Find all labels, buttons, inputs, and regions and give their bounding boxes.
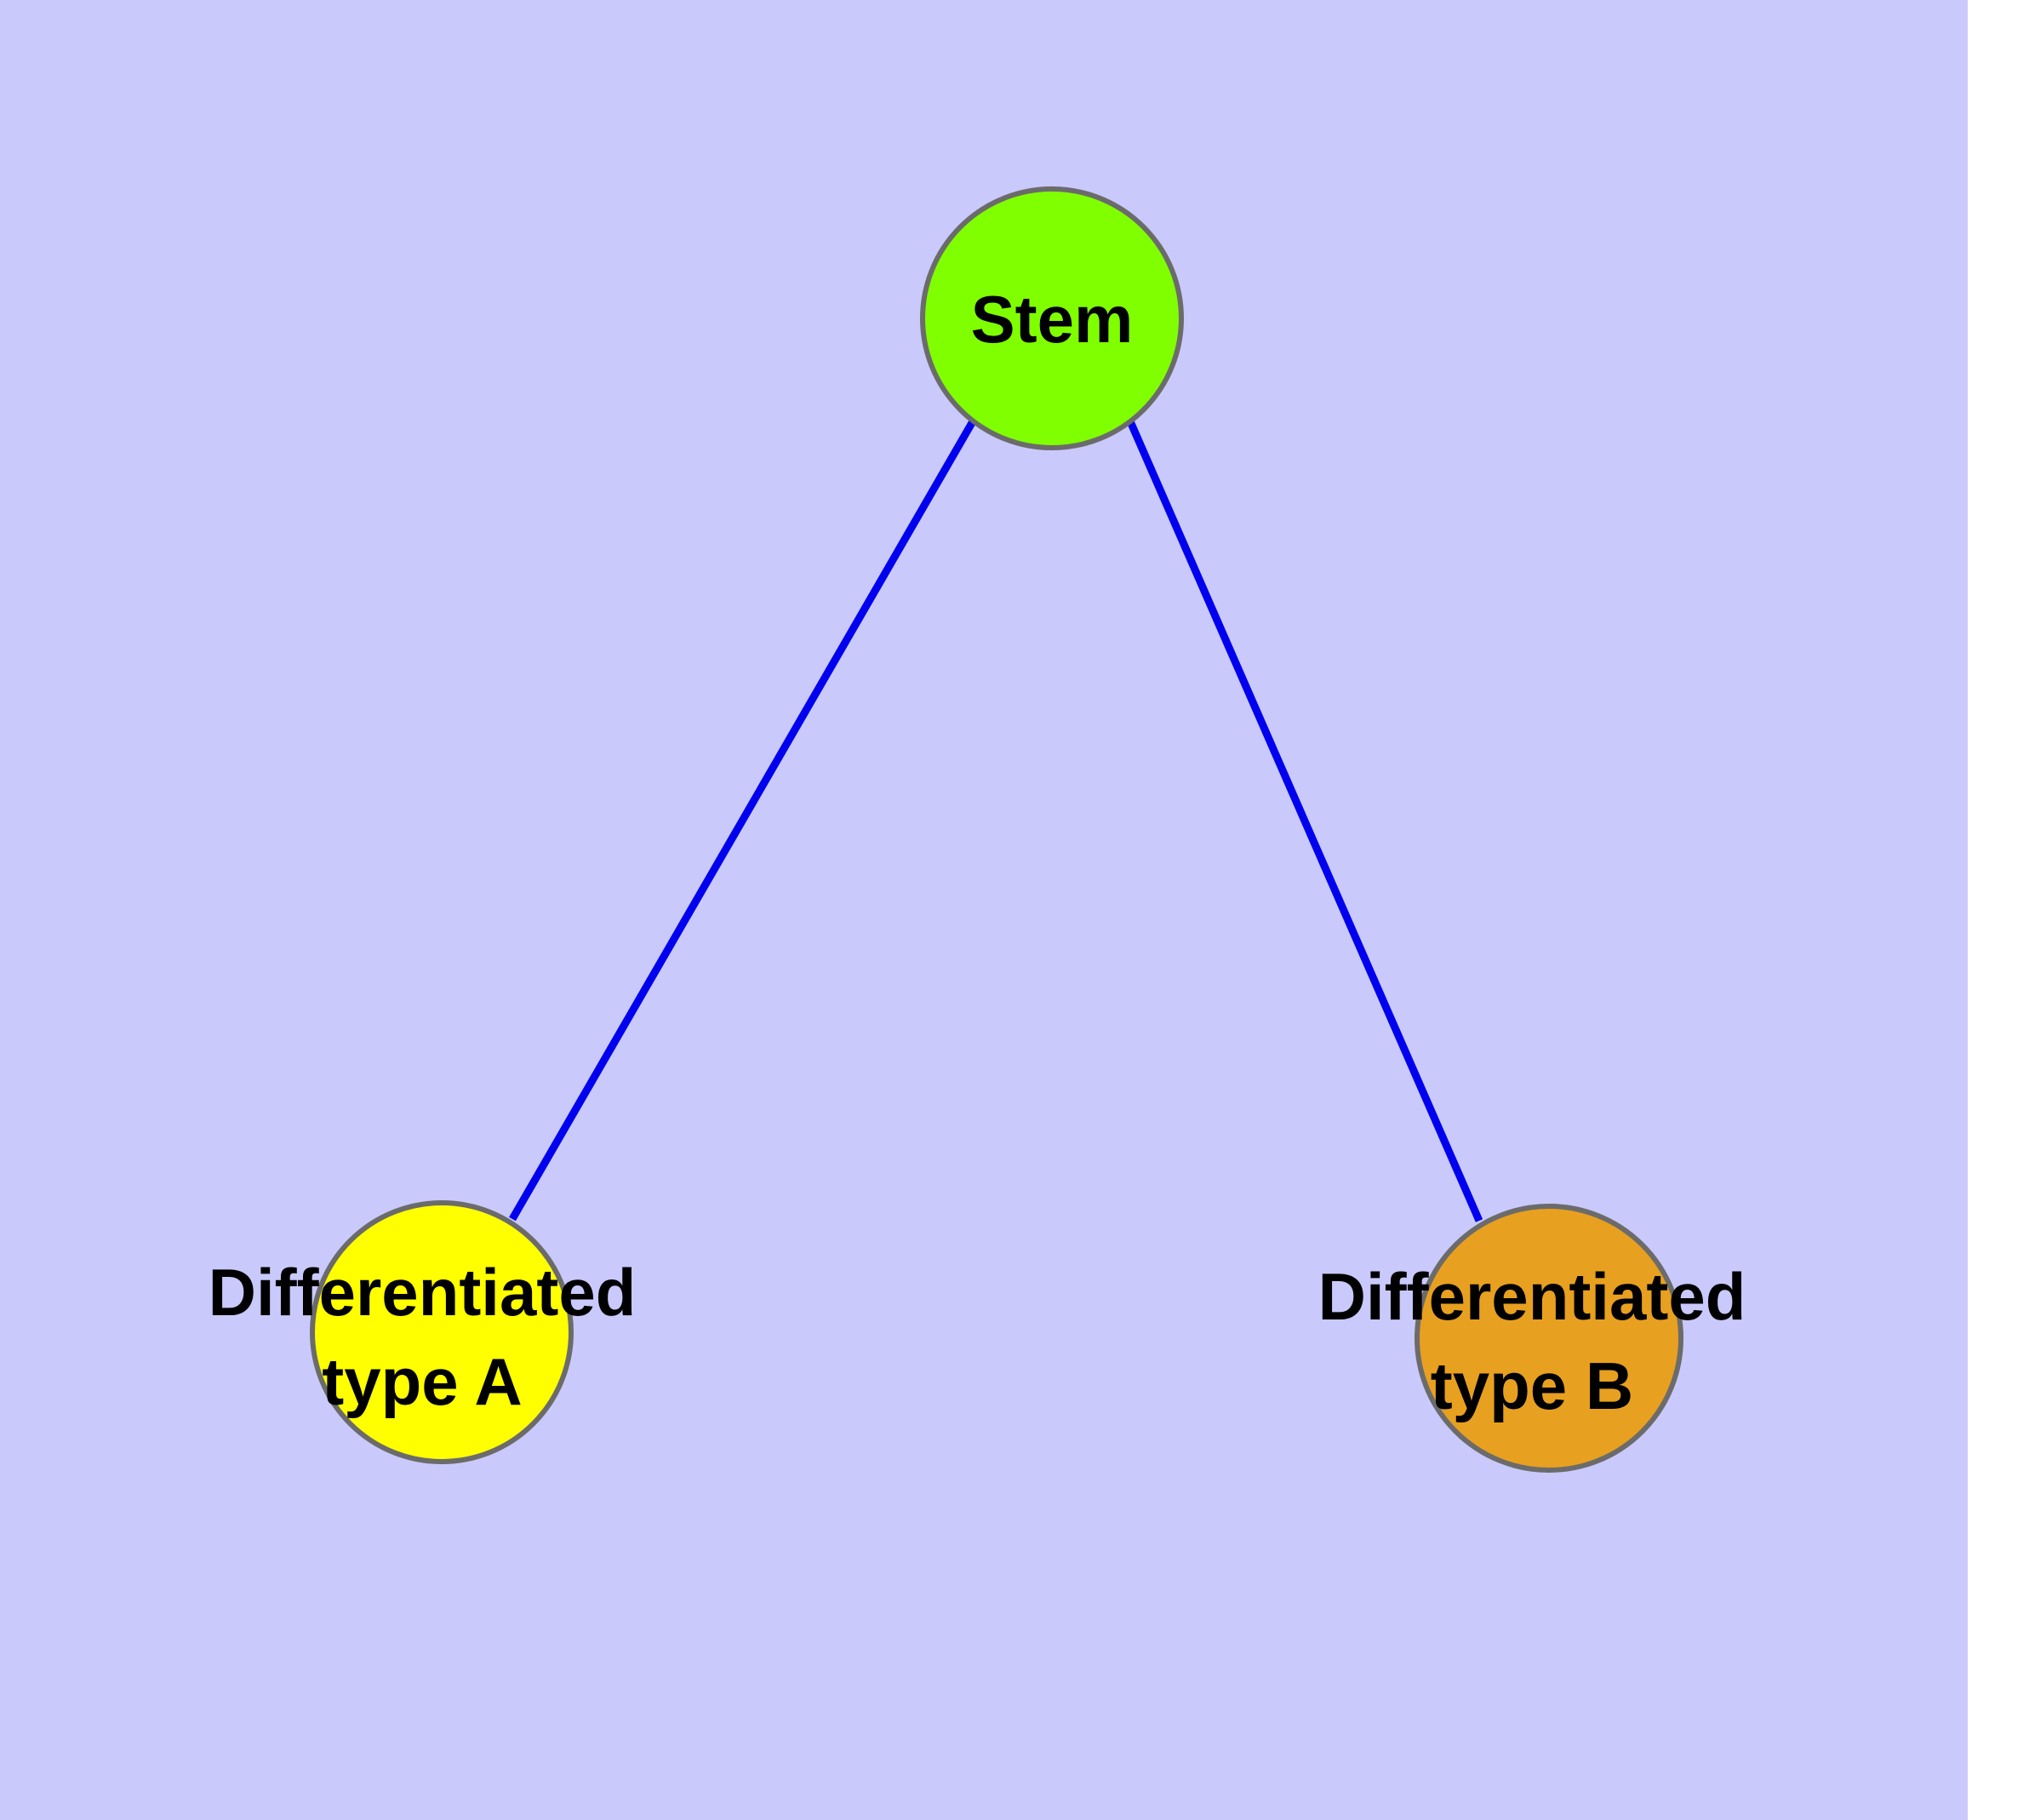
node-circle-stem[interactable] [920, 186, 1184, 450]
node-label-line: type A [322, 1344, 523, 1419]
graph-node-stem[interactable]: Stem [920, 186, 1184, 450]
node-circle-diff_a[interactable] [310, 1200, 574, 1464]
edges-layer [509, 419, 1483, 1222]
node-label-diff_a: Differentiated type A [209, 1255, 637, 1419]
graph-edge-stem-to-diff-b[interactable] [1126, 420, 1483, 1222]
graph-node-diff_b[interactable]: Differentiated type B [1318, 1204, 1746, 1473]
graph-node-diff_a[interactable]: Differentiated type A [209, 1200, 637, 1464]
graph-edge-stem-to-diff-a[interactable] [509, 419, 976, 1222]
node-label-line: Differentiated [209, 1255, 637, 1330]
node-label-line: Differentiated [1318, 1259, 1746, 1334]
node-label-line: type B [1431, 1348, 1633, 1423]
node-label-diff_b: Differentiated type B [1318, 1259, 1746, 1423]
node-label-stem: Stem [971, 282, 1134, 357]
node-circle-diff_b[interactable] [1415, 1204, 1683, 1473]
node-label-line: Stem [971, 282, 1134, 357]
